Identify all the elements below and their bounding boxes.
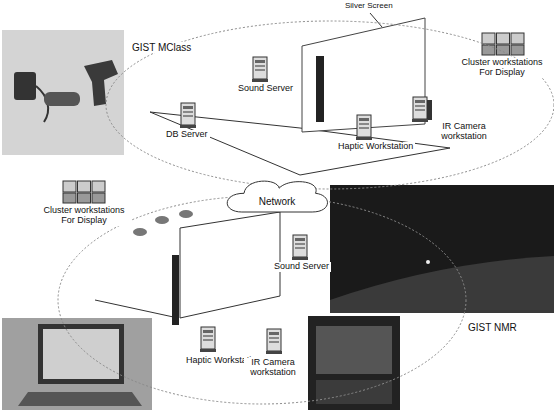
region-ellipse: [106, 21, 554, 189]
network-cloud: Network: [222, 178, 332, 212]
component-label: Sound Server: [272, 262, 331, 272]
room-floor: [316, 380, 392, 404]
camera-icon: [179, 210, 193, 218]
tracker-device: [14, 72, 36, 100]
component-label: IR Camera workstation: [436, 122, 492, 142]
room-screen: [316, 326, 392, 374]
site-heading: GIST NMR: [466, 322, 519, 333]
projector-pillar: [316, 56, 324, 122]
component-label: Silver Screen: [343, 2, 395, 11]
stage-floor: [330, 256, 554, 313]
device-photo: [2, 30, 124, 155]
monitor-screen: [43, 329, 119, 379]
camera-pillar: [427, 100, 432, 120]
server-icon: [252, 57, 268, 82]
stage-light: [426, 260, 430, 264]
component-label: DB Server: [164, 130, 210, 140]
camera-icon: [155, 216, 169, 224]
site-region: GIST MClass: [105, 20, 554, 190]
server-icon: [180, 103, 196, 128]
room-photo: [308, 316, 400, 410]
cloud-shape: [227, 181, 327, 212]
component-label: Cluster workstations For Display: [36, 206, 132, 226]
keyboard: [18, 392, 142, 406]
server-icon: [292, 235, 308, 260]
projection-screen: [180, 212, 280, 318]
region-ellipse: [58, 196, 466, 404]
projector-pillar: [172, 255, 179, 325]
camera-icon: [133, 228, 147, 236]
component-label: Haptic Workstation: [336, 142, 415, 152]
server-icon: [266, 329, 282, 354]
site-heading: GIST MClass: [130, 42, 193, 53]
wand-device: [84, 60, 118, 106]
stage-photo: [330, 185, 554, 313]
server-icon: [356, 115, 372, 140]
server-icon: [412, 97, 428, 122]
monitor: [38, 324, 124, 384]
server-icon: [200, 327, 216, 352]
leader-line: [370, 13, 382, 27]
cluster-icon: [63, 181, 105, 203]
haptic-device: [44, 92, 80, 106]
component-label: IR Camera workstation: [244, 358, 302, 378]
component-label: Cluster workstations For Display: [454, 58, 550, 78]
network-label: Network: [259, 196, 296, 207]
desk-photo: [2, 318, 152, 410]
floor-line: [95, 300, 178, 318]
component-label: Sound Server: [236, 84, 295, 94]
